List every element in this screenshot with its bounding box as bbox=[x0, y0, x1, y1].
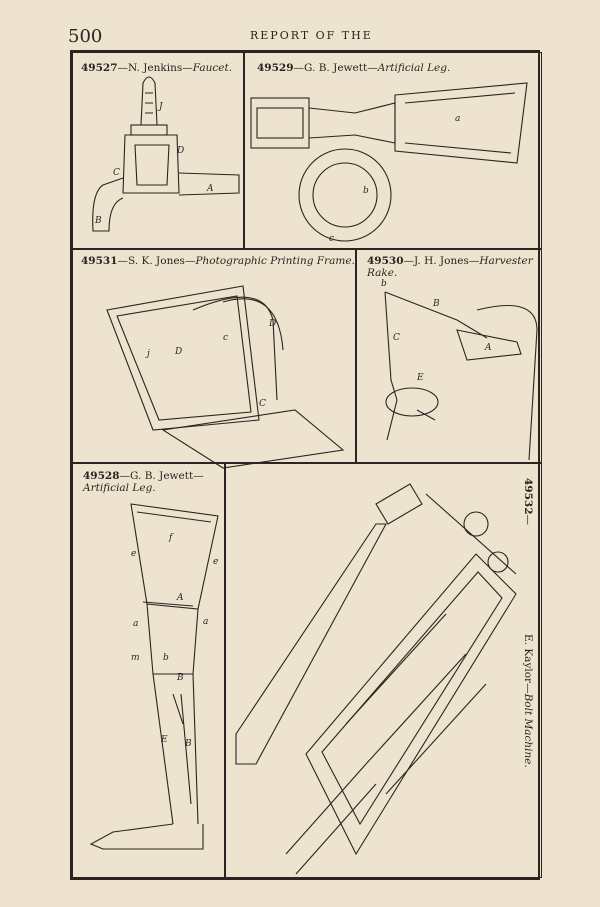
running-head: REPORT OF THE bbox=[250, 29, 373, 42]
figure-faucet: 49527—N. Jenkins—Faucet. J D C A B bbox=[72, 52, 244, 249]
label: A bbox=[206, 184, 214, 194]
label: B bbox=[432, 299, 440, 309]
label: D bbox=[268, 319, 276, 329]
figure-artificial-leg-bottom: 49528—G. B. Jewett—Artificial Leg. f e e… bbox=[72, 463, 225, 878]
inventor-name: S. K. Jones bbox=[128, 255, 185, 267]
label: b bbox=[381, 279, 387, 289]
label: a bbox=[203, 617, 208, 627]
figure-harvester-rake: 49530—J. H. Jones—Harvester Rake. b B C … bbox=[356, 249, 542, 463]
label: C bbox=[393, 333, 400, 343]
label: C bbox=[259, 399, 266, 409]
figure-caption: 49528—G. B. Jewett—Artificial Leg. bbox=[83, 470, 204, 494]
label: b bbox=[363, 186, 369, 196]
figure-caption: 49531—S. K. Jones—Photographic Printing … bbox=[81, 255, 355, 267]
inventor-name: G. B. Jewett bbox=[304, 62, 368, 74]
leg-top-drawing: a b c bbox=[250, 82, 528, 244]
label: f bbox=[168, 533, 174, 543]
label: D bbox=[176, 146, 184, 156]
invention-title: Faucet. bbox=[192, 62, 233, 74]
invention-title: Photographic Printing Frame. bbox=[195, 255, 355, 267]
label: B bbox=[176, 673, 184, 683]
figure-artificial-leg-top: 49529—G. B. Jewett—Artificial Leg. a b c bbox=[244, 52, 542, 249]
label: J bbox=[157, 102, 164, 112]
figure-plate: 49527—N. Jenkins—Faucet. J D C A B 49529… bbox=[70, 50, 542, 880]
figure-bolt-machine: 49532— E. Kaylor—Bolt Machine. bbox=[225, 463, 542, 878]
figure-caption: 49529—G. B. Jewett—Artificial Leg. bbox=[257, 62, 451, 74]
label: C bbox=[113, 168, 120, 178]
inventor-name: N. Jenkins bbox=[128, 62, 183, 74]
label: a bbox=[133, 619, 138, 629]
label: b bbox=[163, 653, 169, 663]
label: m bbox=[131, 653, 140, 663]
frame-drawing: j D c D C bbox=[106, 285, 345, 469]
label: B bbox=[94, 216, 102, 226]
label: c bbox=[223, 333, 228, 343]
page-number: 500 bbox=[68, 26, 103, 47]
inventor-name: G. B. Jewett bbox=[130, 470, 194, 482]
figure-caption: 49527—N. Jenkins—Faucet. bbox=[81, 62, 233, 74]
patent-number: 49528 bbox=[83, 470, 120, 482]
label: E bbox=[416, 373, 424, 383]
leg-bottom-drawing: f e e A a a m b B E B bbox=[89, 503, 219, 850]
invention-title: Artificial Leg. bbox=[377, 62, 451, 74]
label: A bbox=[484, 343, 492, 353]
inventor-name: J. H. Jones bbox=[414, 255, 469, 267]
patent-number: 49530 bbox=[367, 255, 404, 267]
label: c bbox=[329, 234, 334, 244]
label: E bbox=[160, 735, 168, 745]
faucet-drawing: J D C A B bbox=[92, 76, 240, 232]
invention-title: Artificial Leg. bbox=[83, 482, 156, 494]
figure-caption: 49530—J. H. Jones—Harvester Rake. bbox=[367, 255, 533, 279]
label: D bbox=[174, 347, 182, 357]
label: B bbox=[184, 739, 192, 749]
patent-number: 49531 bbox=[81, 255, 118, 267]
rake-drawing: b B C A E bbox=[381, 279, 538, 461]
patent-number: 49527 bbox=[81, 62, 118, 74]
invention-title: Harvester Rake. bbox=[367, 255, 533, 279]
label: A bbox=[176, 593, 184, 603]
label: j bbox=[145, 349, 150, 359]
label: e bbox=[213, 557, 218, 567]
label: a bbox=[455, 114, 460, 124]
label: e bbox=[131, 549, 136, 559]
bolt-machine-drawing bbox=[235, 483, 517, 875]
patent-number: 49529 bbox=[257, 62, 294, 74]
figure-printing-frame: 49531—S. K. Jones—Photographic Printing … bbox=[72, 249, 356, 469]
